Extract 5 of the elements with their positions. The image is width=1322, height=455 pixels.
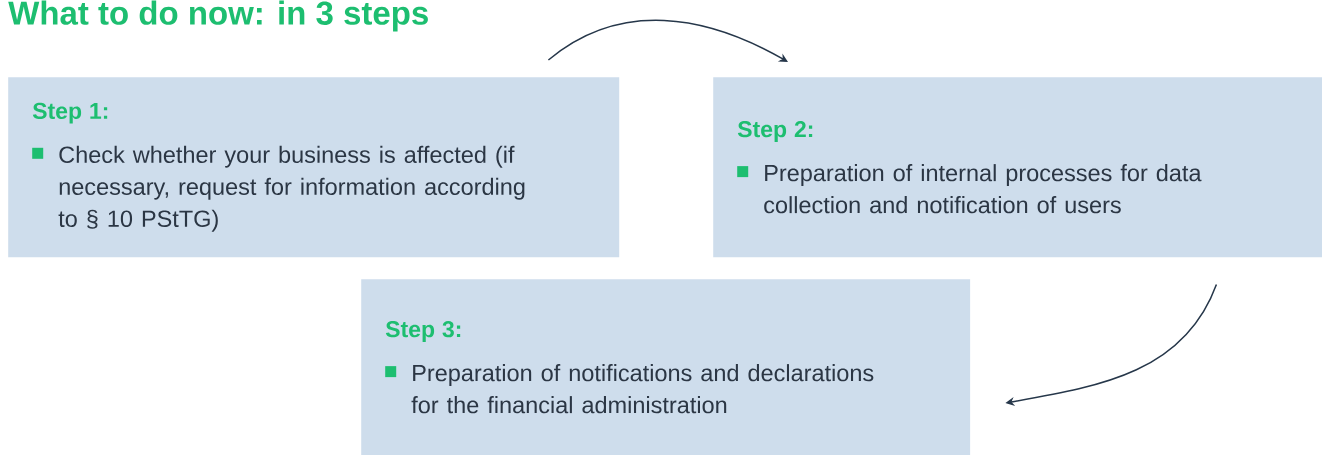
heading: What to do now: in 3 steps — [8, 0, 428, 32]
curved-arrow — [547, 19, 788, 62]
step-box: Step 1: Check whether your business is affected (if necessary, request for information according to § 10 PStTG) — [8, 77, 620, 258]
step-box: Step 3: Preparation of notifications and declarations for the financial administration — [361, 279, 971, 455]
step-box: Step 2: Preparation of internal processes for data collection and notification of users — [713, 77, 1322, 258]
